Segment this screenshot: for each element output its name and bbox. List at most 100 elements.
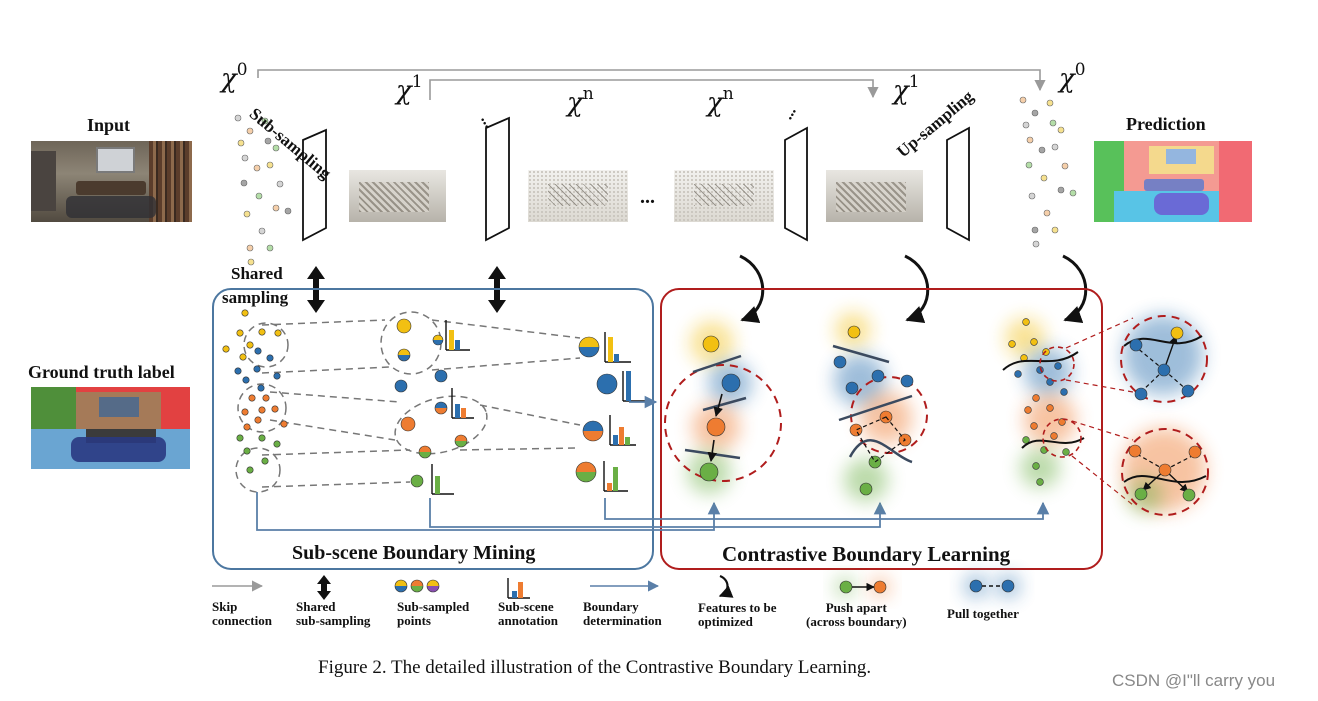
output-point bbox=[1069, 189, 1077, 197]
output-point bbox=[1051, 226, 1059, 234]
zoom-source bbox=[1039, 346, 1075, 382]
horizontal-ellipsis: ... bbox=[640, 186, 655, 208]
sampled-mixed-point bbox=[434, 401, 448, 415]
zoom-link bbox=[1065, 379, 1134, 393]
contrastive-panels bbox=[664, 312, 1209, 516]
output-point bbox=[1057, 186, 1065, 194]
boundary-line bbox=[848, 439, 913, 464]
mix-top bbox=[398, 349, 410, 355]
math-base: χ bbox=[707, 88, 723, 118]
zoom-circle bbox=[1120, 315, 1208, 403]
output-point bbox=[1049, 119, 1057, 127]
zoom-point bbox=[1157, 363, 1171, 377]
sampled-point bbox=[410, 474, 424, 488]
sub-scene-point bbox=[236, 329, 244, 337]
histogram-icon bbox=[431, 464, 454, 495]
math-sup: n bbox=[582, 84, 594, 104]
mix-outline bbox=[575, 461, 597, 483]
upsampling-layer-2 bbox=[946, 126, 970, 242]
histogram-icon bbox=[604, 332, 631, 363]
legend-line: Sub-scene bbox=[498, 599, 554, 614]
boundary-line bbox=[702, 396, 747, 412]
feature-point bbox=[1030, 338, 1038, 346]
sub-scene-point bbox=[239, 353, 247, 361]
legend-line: Features to be bbox=[698, 600, 777, 615]
legend-line: points bbox=[397, 613, 431, 628]
mix-top bbox=[427, 580, 439, 586]
zoom-point bbox=[1170, 326, 1184, 340]
mix-outline bbox=[454, 434, 468, 448]
pull-link bbox=[1134, 452, 1166, 471]
input-point bbox=[246, 244, 254, 252]
input-point bbox=[243, 210, 251, 218]
mix-top bbox=[576, 462, 596, 472]
input-point bbox=[284, 207, 292, 215]
input-point bbox=[264, 137, 272, 145]
mix-outline bbox=[418, 445, 432, 459]
legend-line: Boundary bbox=[583, 599, 639, 614]
legend-shared-arrow bbox=[317, 575, 331, 600]
math-base: χ bbox=[1059, 64, 1075, 94]
sub-scene-point bbox=[262, 394, 270, 402]
sub-scene-point bbox=[222, 345, 230, 353]
zoom-link bbox=[1065, 317, 1134, 349]
math-sup: n bbox=[722, 84, 734, 104]
output-point bbox=[1031, 109, 1039, 117]
histogram-bar bbox=[626, 371, 631, 401]
sub-scene-point bbox=[254, 416, 262, 424]
legend-push: Push apart(across boundary) bbox=[806, 601, 907, 629]
sampled-point bbox=[596, 373, 618, 395]
mix-outline bbox=[397, 348, 411, 362]
histogram-bar bbox=[455, 404, 460, 418]
output-point bbox=[1019, 96, 1027, 104]
output-point bbox=[1022, 121, 1030, 129]
output-point bbox=[1051, 143, 1059, 151]
input-point bbox=[258, 227, 266, 235]
output-point bbox=[1046, 99, 1054, 107]
sampled-mixed-point bbox=[575, 461, 597, 483]
histogram-icon bbox=[451, 388, 474, 419]
zoom-point bbox=[1134, 487, 1148, 501]
skip-connections bbox=[257, 69, 1046, 100]
sub-scene-point bbox=[246, 341, 254, 349]
push-arrow bbox=[707, 439, 717, 462]
input-point bbox=[234, 114, 242, 122]
legend-line: determination bbox=[583, 613, 662, 628]
legend-line: Pull together bbox=[947, 606, 1019, 621]
output-point bbox=[1031, 226, 1039, 234]
feature-point bbox=[845, 381, 859, 395]
feature-point bbox=[699, 462, 719, 482]
feature-point bbox=[1032, 462, 1040, 470]
sampled-mixed-point bbox=[582, 420, 604, 442]
mix-outline bbox=[582, 420, 604, 442]
feature-point bbox=[849, 423, 863, 437]
pull-link bbox=[1163, 369, 1188, 391]
legend-feature-curve bbox=[718, 574, 734, 598]
legend-annotation-chart bbox=[507, 578, 530, 599]
boundary-line bbox=[838, 394, 913, 422]
input-point bbox=[272, 144, 280, 152]
math-sup: 0 bbox=[236, 60, 248, 80]
histogram-bar bbox=[449, 330, 454, 350]
feature-point bbox=[847, 325, 861, 339]
feature-point bbox=[900, 374, 914, 388]
math-xn-right: χn bbox=[707, 84, 734, 118]
sub-scene-point bbox=[254, 347, 262, 355]
math-base: χ bbox=[221, 64, 237, 94]
legend-dots bbox=[394, 574, 1020, 598]
sub-scene-point bbox=[248, 394, 256, 402]
feature-glow bbox=[1020, 448, 1060, 488]
sampled-point bbox=[394, 379, 408, 393]
input-point bbox=[241, 154, 249, 162]
input-label: Input bbox=[87, 115, 131, 135]
feature-point bbox=[1036, 478, 1044, 486]
prediction-label: Prediction bbox=[1126, 114, 1206, 134]
upsampling-layer-1 bbox=[784, 126, 808, 242]
sub-scene-point bbox=[234, 367, 242, 375]
feature-point bbox=[1008, 340, 1016, 348]
